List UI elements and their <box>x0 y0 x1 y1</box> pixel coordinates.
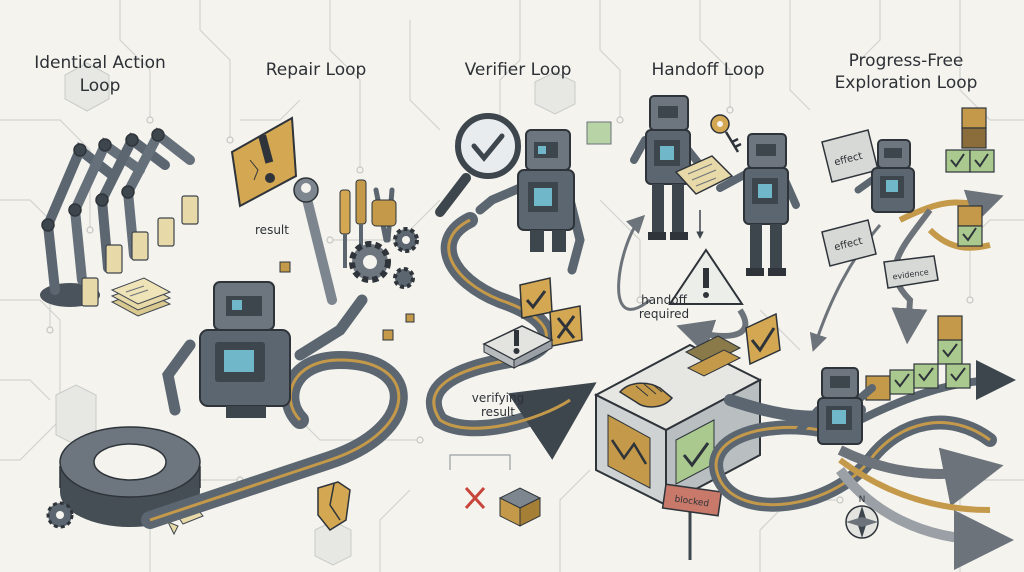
heading-verifier: Verifier Loop <box>465 60 572 80</box>
handoff-path <box>617 214 651 311</box>
wrench-icon <box>293 177 337 305</box>
robot-icon <box>796 367 876 445</box>
checkmark-icon <box>519 277 553 319</box>
checkbox-icon <box>745 312 781 366</box>
box-icon <box>498 487 542 527</box>
robot-arm-icon <box>41 127 195 295</box>
compass-icon <box>845 505 879 539</box>
small-cube <box>405 313 415 323</box>
warning-icon <box>668 248 744 305</box>
heading-exploration-line1: Progress-Free <box>849 51 964 71</box>
blocked-sign <box>661 483 723 560</box>
loop-ring <box>59 426 201 527</box>
label-handoff-line1: handoff <box>641 293 688 307</box>
identical-action-loop <box>40 127 204 536</box>
document-icon <box>674 155 734 195</box>
handoff-loop <box>593 95 866 560</box>
label-compass-n: N <box>859 495 866 505</box>
handoff-machine <box>593 335 763 507</box>
robot-icon <box>475 129 585 275</box>
label-verifying-line2: result <box>481 405 515 419</box>
effect-tag <box>821 219 877 267</box>
cross-icon <box>549 305 583 347</box>
small-cube <box>279 261 291 273</box>
key-icon <box>710 114 742 153</box>
checkbox-row <box>865 315 971 401</box>
cross-icon <box>464 486 486 510</box>
verifier-loop <box>426 113 597 527</box>
heading-handoff: Handoff Loop <box>651 60 764 80</box>
label-result: result <box>255 223 289 237</box>
headings: Identical Action Loop Repair Loop Verifi… <box>34 51 977 96</box>
heading-exploration-line2: Exploration Loop <box>835 73 978 93</box>
shield-icon <box>317 481 351 531</box>
document-stack <box>110 277 172 317</box>
exploration-loop <box>709 107 1016 570</box>
gear-icon <box>46 501 74 529</box>
robot-icon <box>854 139 915 213</box>
checkbox-icon <box>945 107 995 247</box>
robot-icon <box>716 133 800 276</box>
handshake-icon <box>618 382 674 408</box>
heading-identical-line1: Identical Action <box>34 53 166 73</box>
green-tile <box>586 121 612 145</box>
heading-repair: Repair Loop <box>266 60 367 80</box>
repair-loop <box>141 116 419 531</box>
robot-icon <box>630 95 708 240</box>
screwdriver-icon <box>339 179 367 268</box>
pliers-icon <box>371 187 397 243</box>
evidence-tag <box>883 255 939 289</box>
heading-identical-line2: Loop <box>80 76 121 96</box>
small-cube <box>382 329 394 341</box>
document-icon <box>81 195 199 307</box>
magnifier-icon <box>435 113 521 217</box>
gear-icon <box>349 227 419 289</box>
label-blocked: blocked <box>674 495 710 510</box>
label-handoff-line2: required <box>639 307 689 321</box>
label-verifying-line1: verifying <box>472 391 524 405</box>
warning-icon <box>482 325 554 369</box>
warning-icon <box>230 116 298 208</box>
robot-icon <box>162 281 368 418</box>
